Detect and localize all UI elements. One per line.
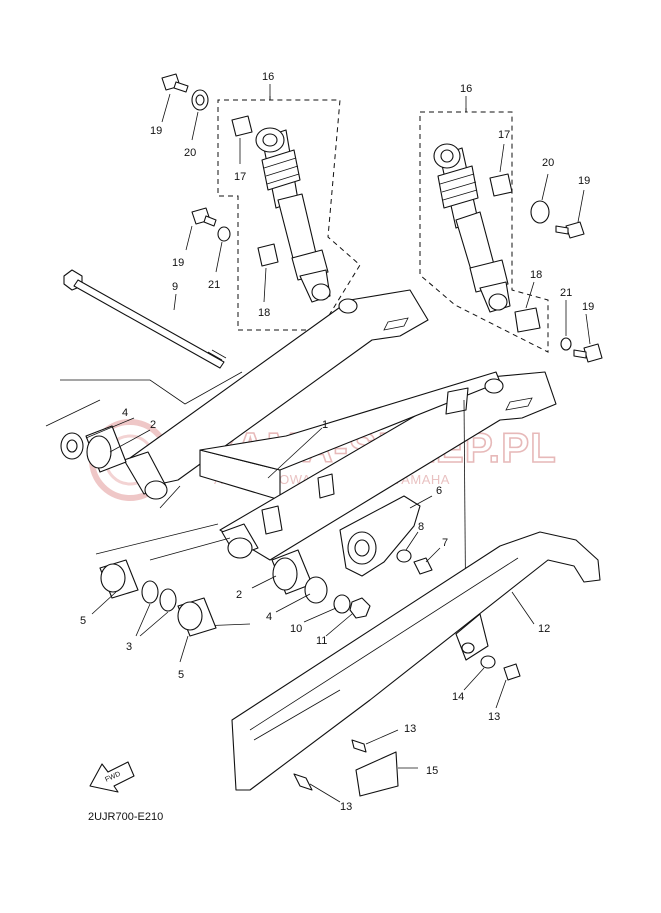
callout-10: 10 bbox=[290, 623, 302, 635]
callout-9: 9 bbox=[172, 281, 178, 293]
bolt-7 bbox=[413, 557, 433, 575]
washer-3-b bbox=[159, 588, 177, 612]
bolt-19-top-left bbox=[161, 73, 189, 93]
shock-absorber-left bbox=[255, 127, 331, 303]
callout-13: 13 bbox=[488, 711, 500, 723]
callout-19: 19 bbox=[578, 175, 590, 187]
washer-8 bbox=[396, 549, 412, 563]
fwd-arrow-icon: FWD bbox=[89, 761, 135, 793]
callout-12: 12 bbox=[538, 623, 550, 635]
callout-20: 20 bbox=[184, 147, 196, 159]
callout-labels: 16 16 19 20 17 19 21 18 9 17 20 19 18 21… bbox=[80, 71, 594, 813]
cover-15 bbox=[355, 751, 399, 797]
callout-1: 1 bbox=[322, 419, 328, 431]
callout-17: 17 bbox=[234, 171, 246, 183]
bush-17-left bbox=[231, 115, 253, 137]
screw-13-lower bbox=[293, 773, 313, 791]
callout-19: 19 bbox=[172, 257, 184, 269]
washer-20-right bbox=[530, 200, 550, 224]
rear-arm bbox=[123, 289, 557, 561]
oil-seal-4-lower bbox=[304, 576, 328, 604]
callout-2: 2 bbox=[236, 589, 242, 601]
callout-8: 8 bbox=[418, 521, 424, 533]
washer-21-left bbox=[217, 226, 231, 242]
callout-2: 2 bbox=[150, 419, 156, 431]
nut-11 bbox=[349, 597, 371, 619]
chain-puller bbox=[339, 495, 421, 577]
callout-4: 4 bbox=[266, 611, 272, 623]
callout-3: 3 bbox=[126, 641, 132, 653]
callout-20: 20 bbox=[542, 157, 554, 169]
screw-13-upper bbox=[351, 739, 367, 753]
callout-18: 18 bbox=[530, 269, 542, 281]
callout-13: 13 bbox=[404, 723, 416, 735]
washer-10 bbox=[333, 594, 351, 614]
callout-19: 19 bbox=[150, 125, 162, 137]
callout-4: 4 bbox=[122, 407, 128, 419]
callout-16-left: 16 bbox=[262, 71, 274, 83]
screw-13-right bbox=[503, 663, 521, 681]
washer-14 bbox=[480, 655, 496, 669]
shock-right-group-outline bbox=[419, 108, 549, 353]
callout-19: 19 bbox=[582, 301, 594, 313]
leader-lines bbox=[85, 84, 591, 803]
callout-5: 5 bbox=[178, 669, 184, 681]
callout-7: 7 bbox=[442, 537, 448, 549]
callout-21: 21 bbox=[208, 279, 220, 291]
diagram-code: 2UJR700-E210 bbox=[88, 811, 163, 823]
shaft-guide-line bbox=[60, 371, 243, 405]
bush-18-right bbox=[514, 307, 541, 333]
callout-5: 5 bbox=[80, 615, 86, 627]
callout-11: 11 bbox=[316, 635, 327, 647]
bolt-19-right-bottom bbox=[573, 343, 603, 363]
shock-left-group-outline bbox=[217, 96, 361, 331]
bolt-19-right-top bbox=[555, 221, 585, 239]
washer-21-right bbox=[560, 337, 572, 351]
washer-3-a bbox=[141, 580, 159, 604]
bolt-19-mid-left bbox=[191, 207, 217, 227]
callout-15: 15 bbox=[426, 765, 438, 777]
bush-17-right bbox=[489, 173, 513, 197]
pivot-shaft bbox=[63, 269, 227, 369]
callout-13: 13 bbox=[340, 801, 352, 813]
callout-18: 18 bbox=[258, 307, 270, 319]
callout-14: 14 bbox=[452, 691, 464, 703]
shock-absorber-right bbox=[433, 143, 511, 313]
callout-16-right: 16 bbox=[460, 83, 472, 95]
callout-17: 17 bbox=[498, 129, 510, 141]
callout-21: 21 bbox=[560, 287, 572, 299]
chain-case bbox=[231, 531, 601, 791]
callout-6: 6 bbox=[436, 485, 442, 497]
bush-18-left bbox=[257, 243, 279, 267]
